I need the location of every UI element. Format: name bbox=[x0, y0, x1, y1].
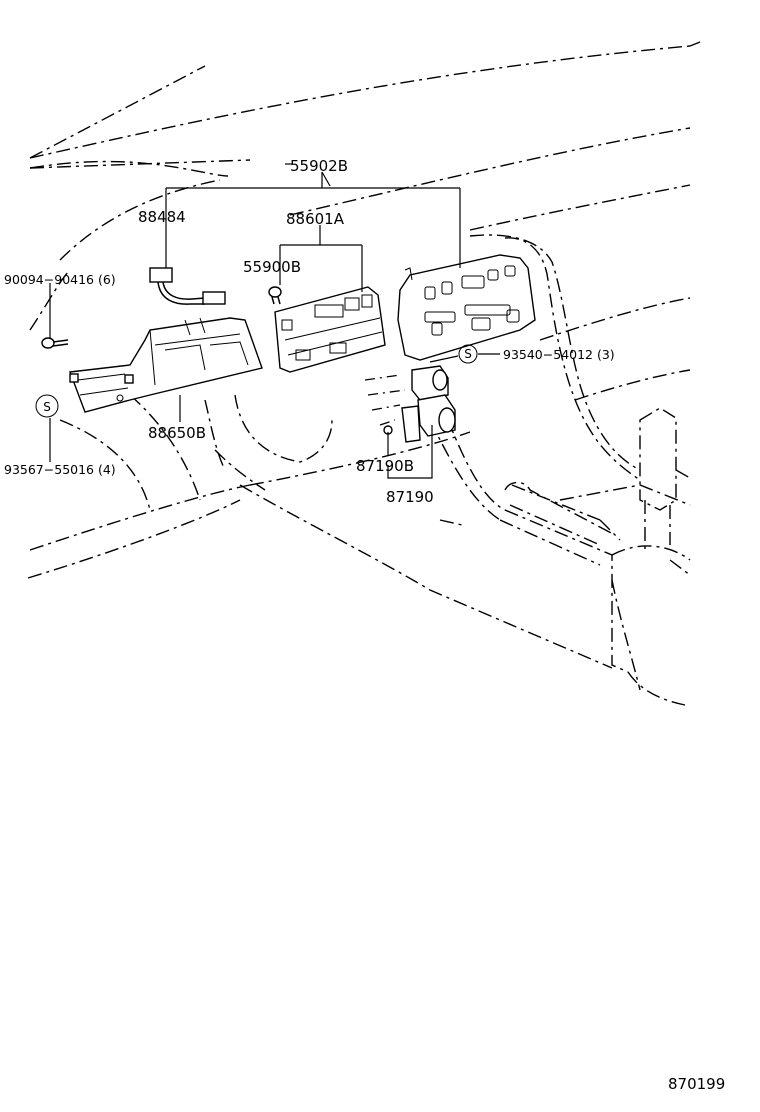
screw-part-55900B bbox=[268, 286, 282, 305]
center-console-outline bbox=[429, 234, 691, 706]
control-unit-part-88601A bbox=[274, 286, 386, 373]
label-93540-54012: 93540−54012 (3) bbox=[503, 347, 615, 362]
label-55902B: 55902B bbox=[290, 157, 348, 175]
dashboard-outline bbox=[27, 41, 701, 669]
label-88650B: 88650B bbox=[148, 424, 206, 442]
label-88484: 88484 bbox=[138, 208, 186, 226]
diagram-number: 870199 bbox=[668, 1075, 725, 1093]
climate-panel-part-55902B bbox=[397, 254, 536, 361]
bracket-part-88650B bbox=[69, 317, 263, 413]
wire-harness-part bbox=[149, 267, 226, 305]
leader-lines bbox=[49, 171, 500, 479]
switch-parts-87190 bbox=[364, 365, 456, 443]
label-55900B: 55900B bbox=[243, 258, 301, 276]
label-87190: 87190 bbox=[386, 488, 434, 506]
label-88601A: 88601A bbox=[286, 210, 345, 228]
s-symbol-2: S bbox=[35, 394, 59, 418]
s-symbol-1: S bbox=[458, 344, 478, 364]
label-93567-55016: 93567−55016 (4) bbox=[4, 462, 116, 477]
screw-part-90094 bbox=[41, 337, 69, 349]
svg-text:S: S bbox=[43, 400, 51, 414]
label-87190B: 87190B bbox=[356, 457, 414, 475]
svg-text:S: S bbox=[464, 347, 472, 361]
label-90094-90416: 90094−90416 (6) bbox=[4, 272, 116, 287]
